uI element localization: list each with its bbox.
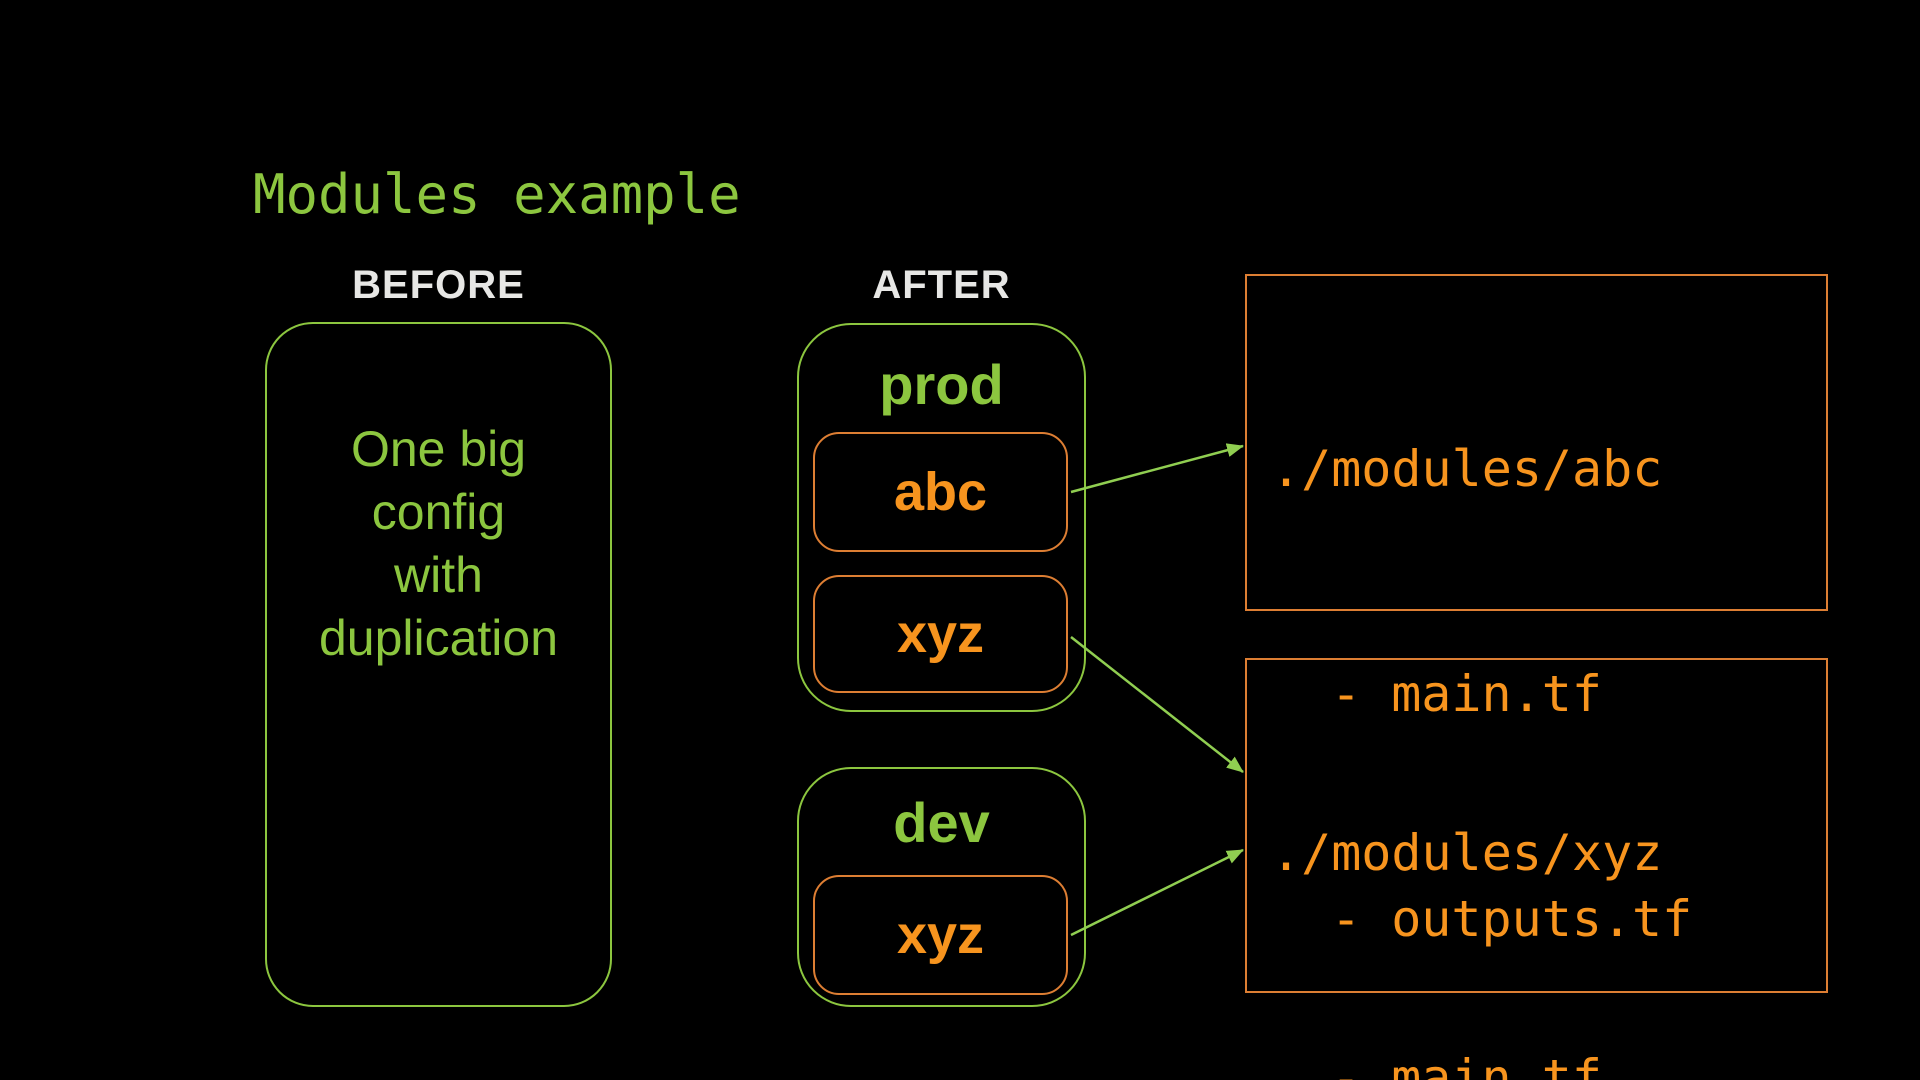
module-node-dev-xyz: xyz [813,875,1068,995]
before-heading: BEFORE [352,263,525,307]
page-title: Modules example [253,163,741,226]
module-label-dev-xyz: xyz [896,905,985,965]
before-box-text: One big config with duplication [318,421,559,666]
before-box: One big config with duplication [265,322,612,1007]
after-heading: AFTER [872,263,1011,307]
env-group-dev: dev xyz [797,767,1086,1007]
module-dir-abc-box: ./modules/abc - main.tf - outputs.tf - v… [1245,274,1828,948]
module-node-prod-abc: abc [813,432,1068,552]
dir-file-xyz-main: - main.tf [1331,1049,1602,1080]
dir-file-abc-outputs: - outputs.tf [1331,890,1693,948]
dir-path-xyz: ./modules/xyz [1271,824,1663,882]
env-label-dev: dev [893,791,990,854]
env-group-prod: prod abc xyz [797,323,1086,712]
module-dir-xyz-box: ./modules/xyz - main.tf - outputs.tf - v… [1245,658,1828,1080]
dir-file-abc-main: - main.tf [1331,665,1602,723]
module-label-prod-xyz: xyz [896,604,985,664]
env-label-prod: prod [879,353,1004,416]
arrow-prod-abc-to-modules-abc-icon [1070,443,1244,494]
arrow-dev-xyz-to-modules-xyz-icon [1070,848,1244,937]
dir-path-abc: ./modules/abc [1271,440,1663,498]
module-label-abc: abc [893,462,988,522]
module-node-prod-xyz: xyz [813,575,1068,693]
arrow-prod-xyz-to-modules-xyz-icon [1070,636,1244,773]
